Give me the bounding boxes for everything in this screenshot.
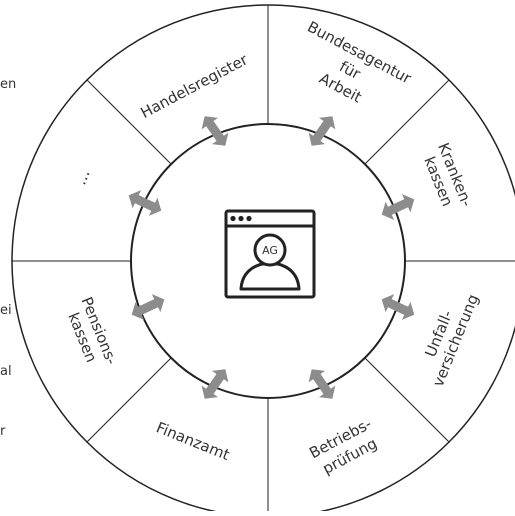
cutoff-text-4: r xyxy=(0,424,6,439)
segment-label-more: ... xyxy=(70,166,93,187)
double-arrow-icon xyxy=(201,369,229,399)
user-badge-label: AG xyxy=(262,244,278,257)
double-arrow-icon xyxy=(128,190,162,216)
double-arrow-icon xyxy=(381,294,415,320)
divider-top-right xyxy=(364,79,450,165)
double-arrow-icon xyxy=(381,194,415,220)
segment-label-line: ... xyxy=(70,166,93,187)
cutoff-text-1: en xyxy=(0,77,17,92)
double-arrow-icon xyxy=(131,294,165,320)
arrows-layer xyxy=(128,116,415,399)
cutoff-text-3: al xyxy=(0,364,12,379)
divider-bottom-right xyxy=(364,357,450,443)
cutoff-text-2: ei xyxy=(0,303,12,318)
double-arrow-icon xyxy=(201,116,229,146)
divider-top-left xyxy=(86,79,172,165)
double-arrow-icon xyxy=(308,369,336,399)
browser-user-icon: AG xyxy=(224,209,316,299)
double-arrow-icon xyxy=(308,116,336,146)
divider-bottom-left xyxy=(86,357,172,443)
